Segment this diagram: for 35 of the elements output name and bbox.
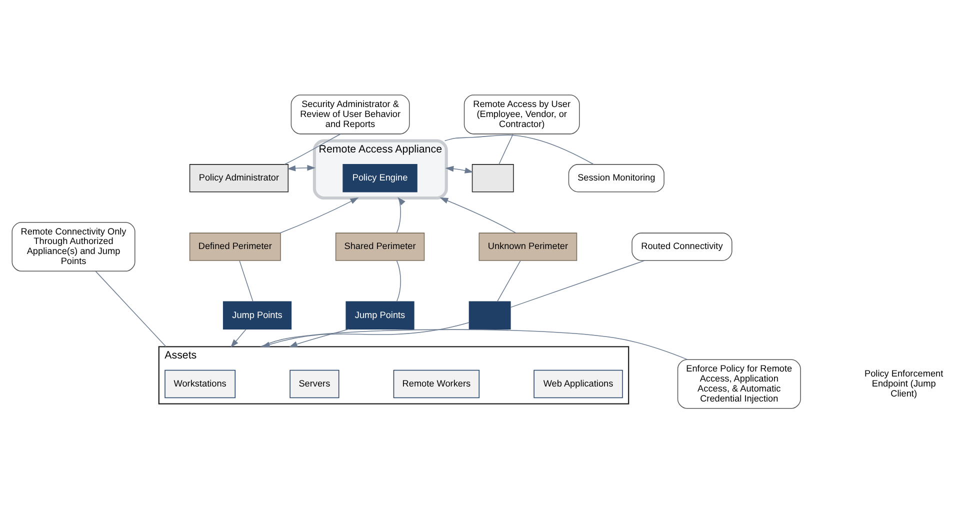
node-box: Remote Workers <box>393 370 480 398</box>
node-box: Unknown Perimeter <box>478 232 578 261</box>
connector <box>239 260 254 302</box>
node-box: Shared Perimeter <box>335 232 425 261</box>
node-box: Policy Engine <box>342 164 418 192</box>
arrow <box>287 164 316 172</box>
node-box: Policy Administrator <box>189 164 289 192</box>
node-box: Jump Points <box>222 301 292 330</box>
node-box: Security Administrator & Review of User Behavior and Reports <box>290 94 410 134</box>
arrow <box>396 197 406 234</box>
arrow <box>445 166 474 174</box>
connector <box>284 134 341 165</box>
node-server <box>468 301 511 330</box>
node-box: Web Applications <box>534 370 623 398</box>
connector <box>95 270 166 348</box>
connector <box>498 134 514 165</box>
arrow <box>440 198 516 234</box>
node-box: Remote Access by User (Employee, Vendor, or Contractor) <box>464 94 580 134</box>
connector <box>444 134 594 165</box>
connector <box>496 260 521 302</box>
arrow <box>288 328 350 348</box>
label: Policy Enforcement Endpoint (Jump Client) <box>864 368 944 398</box>
arrow <box>280 197 359 234</box>
node-box: Enforce Policy for Remote Access, Application Access, & Automatic Credential Injection <box>677 359 801 409</box>
node-box: Jump Points <box>346 301 414 330</box>
node-box: Servers <box>290 370 340 398</box>
node-computer <box>472 164 514 192</box>
connector <box>510 260 646 308</box>
node-box: Remote Connectivity Only Through Authorized Appliance(s) and Jump Points <box>12 222 136 272</box>
node-box: Session Monitoring <box>568 164 664 192</box>
node-box: Routed Connectivity <box>632 232 732 261</box>
node-box: Workstations <box>164 370 236 398</box>
arrow <box>230 329 246 348</box>
node-box: Defined Perimeter <box>189 232 281 261</box>
connector <box>396 260 401 302</box>
